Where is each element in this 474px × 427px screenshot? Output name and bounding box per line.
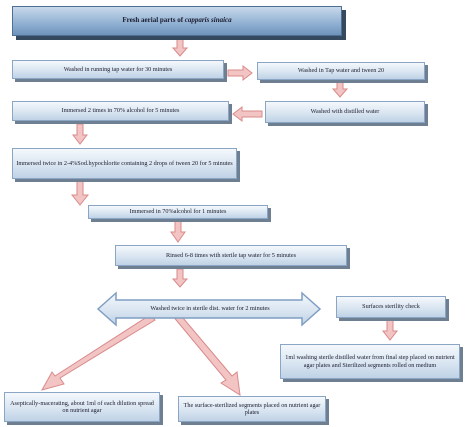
step-4-text: Immersed 2 times in 70% alcohol for 5 mi… [61, 107, 180, 115]
step-3-text: Washed with distilled water [310, 108, 380, 116]
step-sterile-dist-water: Washed twice in sterile dist. water for … [120, 299, 300, 319]
step-distilled-water: Washed with distilled water [265, 101, 425, 123]
arrow-title-to-s1 [171, 38, 189, 57]
step-nutrient-agar-final: 1ml washing sterile distilled water from… [280, 344, 460, 379]
step-9-text: Surfaces sterility check [362, 303, 420, 311]
step-10-text: 1ml washing sterile distilled water from… [285, 354, 455, 369]
arrow-s1-to-s2 [227, 64, 253, 82]
step-2-text: Washed in Tap water and tween 20 [297, 67, 385, 75]
step-aseptic-macerating: Aseptically-macerating, about 1ml of eac… [4, 392, 160, 422]
arrow-s6-to-s7 [170, 219, 186, 243]
step-6-text: Immersed in 70%alcohol for 1 minutes [129, 208, 227, 216]
step-8-text: Washed twice in sterile dist. water for … [150, 305, 270, 313]
double-arrow-shape [96, 291, 322, 327]
step-sterility-check: Surfaces sterility check [336, 296, 446, 318]
title-box: Fresh aerial parts of capparis sinaica [12, 6, 342, 36]
arrow-s8-to-s11 [40, 314, 156, 391]
arrow-s8-to-s12 [171, 311, 241, 396]
arrow-s9-to-s10 [381, 319, 399, 341]
step-alcohol-70-twice: Immersed 2 times in 70% alcohol for 5 mi… [12, 101, 229, 121]
step-washed-running-tap-water: Washed in running tap water for 30 minut… [12, 60, 224, 79]
step-5-text: Immersed twice in 2-4%Sod.hypochlorite c… [16, 159, 233, 167]
title-species: capparis sinaica [184, 16, 232, 25]
step-7-text: Rinsed 6-8 times with sterile tap water … [165, 251, 297, 259]
arrow-s3-to-s4 [232, 105, 263, 123]
arrow-s2-to-s3 [331, 81, 349, 98]
arrow-s7-to-s8 [171, 268, 189, 288]
step-11-text: Aseptically-macerating, about 1ml of eac… [10, 399, 154, 414]
step-1-text: Washed in running tap water for 30 minut… [63, 65, 173, 73]
step-alcohol-1-minute: Immersed in 70%alcohol for 1 minutes [88, 205, 268, 219]
title-prefix: Fresh aerial parts of [122, 16, 184, 25]
arrow-s4-to-s5 [71, 123, 89, 145]
step-sod-hypochlorite: Immersed twice in 2-4%Sod.hypochlorite c… [12, 148, 237, 179]
step-12-text: The surface-sterilized segments placed o… [183, 401, 321, 416]
step-segments-on-agar: The surface-sterilized segments placed o… [178, 396, 326, 422]
step-tap-water-tween: Washed in Tap water and tween 20 [257, 62, 425, 80]
arrow-s5-to-s6 [70, 180, 90, 206]
step-rinsed-sterile-tap-water: Rinsed 6-8 times with sterile tap water … [115, 245, 347, 266]
